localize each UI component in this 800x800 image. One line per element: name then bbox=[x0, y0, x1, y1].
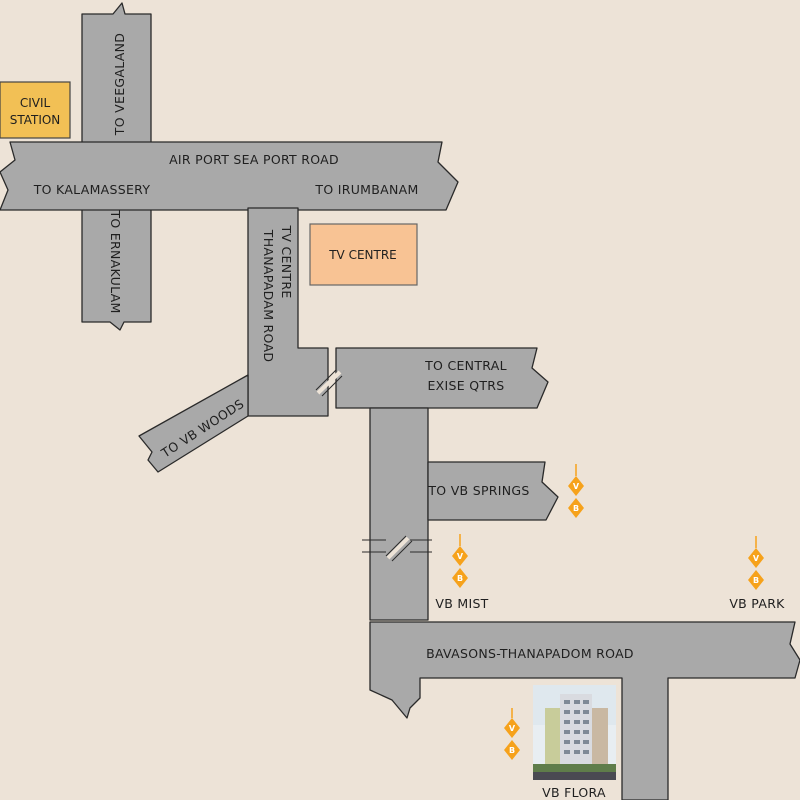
tv-centre-box bbox=[309, 223, 418, 286]
to-irumbanam-label: TO IRUMBANAM bbox=[314, 182, 418, 197]
road-break-outlines bbox=[315, 369, 432, 562]
civil-station-box bbox=[0, 81, 71, 139]
vb-flora-label: VB FLORA bbox=[542, 785, 606, 800]
civil-station-label-2: STATION bbox=[10, 113, 61, 127]
svg-text:B: B bbox=[753, 576, 759, 585]
road-vertical-connector bbox=[369, 407, 429, 621]
road-labels: AIR PORT SEA PORT ROAD TO KALAMASSERY TO… bbox=[33, 33, 634, 661]
vb-marker-v: V bbox=[573, 482, 580, 491]
civil-station-landmark: CIVIL STATION bbox=[0, 81, 71, 139]
svg-text:V: V bbox=[457, 552, 464, 561]
road-airport-seaport bbox=[0, 141, 459, 211]
civil-station-label-1: CIVIL bbox=[20, 96, 51, 110]
road-to-vb-woods bbox=[138, 374, 249, 473]
to-ernakulam-label: TO ERNAKULAM bbox=[108, 209, 123, 313]
vb-mist-marker: V B bbox=[452, 534, 468, 588]
airport-seaport-road-label: AIR PORT SEA PORT ROAD bbox=[169, 152, 339, 167]
vb-springs-marker: V B bbox=[568, 464, 584, 518]
tv-centre-road-label-2: THANAPADAM ROAD bbox=[261, 229, 276, 362]
svg-text:V: V bbox=[509, 724, 516, 733]
vb-flora-marker: V B bbox=[504, 708, 520, 760]
to-central-label-2: EXISE QTRS bbox=[427, 378, 504, 393]
svg-text:B: B bbox=[457, 574, 463, 583]
tv-centre-landmark: TV CENTRE bbox=[309, 223, 418, 286]
vb-park-label: VB PARK bbox=[729, 596, 785, 611]
vb-park-marker: V B bbox=[748, 536, 764, 590]
vb-marker-b: B bbox=[573, 504, 579, 513]
road-break-marks bbox=[316, 370, 410, 560]
road-bavasons-thanapadom bbox=[369, 621, 800, 800]
vb-mist-label: VB MIST bbox=[435, 596, 488, 611]
to-vb-springs-label: TO VB SPRINGS bbox=[427, 483, 529, 498]
tv-centre-label: TV CENTRE bbox=[328, 248, 397, 262]
to-veegaland-label: TO VEEGALAND bbox=[112, 33, 127, 136]
bavasons-road-label: BAVASONS-THANAPADOM ROAD bbox=[426, 646, 634, 661]
to-central-label-1: TO CENTRAL bbox=[424, 358, 507, 373]
vb-flora-building-image bbox=[533, 685, 616, 780]
tv-centre-road-label-1: TV CENTRE bbox=[279, 224, 294, 298]
road-central-excise bbox=[335, 347, 549, 409]
svg-text:V: V bbox=[753, 554, 760, 563]
to-kalamassery-label: TO KALAMASSERY bbox=[33, 182, 151, 197]
svg-text:B: B bbox=[509, 746, 515, 755]
road-vb-springs bbox=[427, 461, 559, 521]
